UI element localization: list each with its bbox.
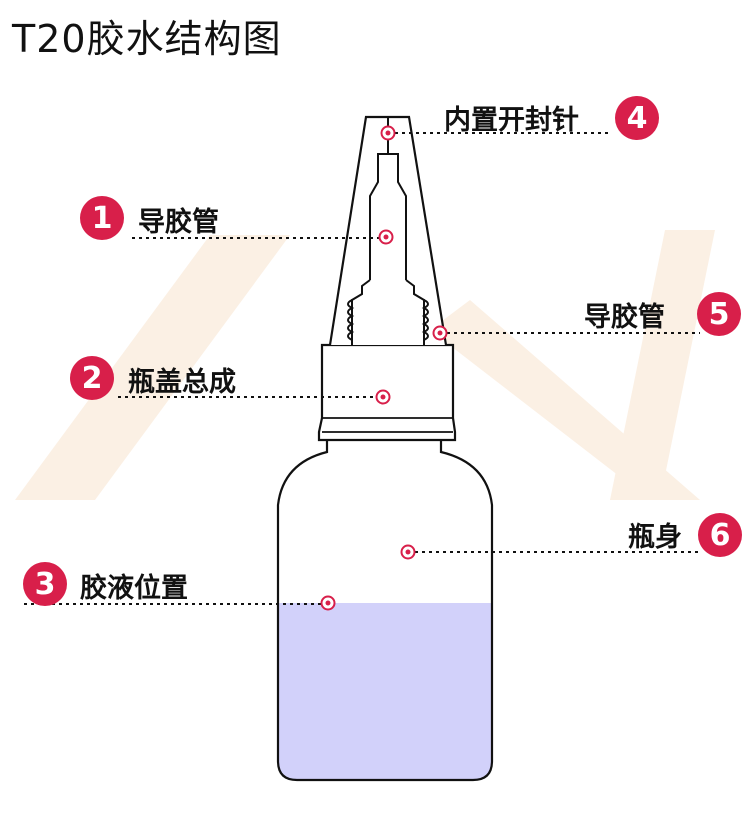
part-number-badge-4: 4 xyxy=(615,96,659,140)
part-label-3: 胶液位置 xyxy=(80,573,188,604)
part-label-6: 瓶身 xyxy=(628,522,682,553)
part-label-4: 内置开封针 xyxy=(444,105,579,136)
part-number-badge-2: 2 xyxy=(70,356,114,400)
nozzle-threads xyxy=(347,279,429,345)
part-number-badge-6: 6 xyxy=(698,513,742,557)
glue-liquid xyxy=(278,603,492,780)
part-label-1: 导胶管 xyxy=(138,207,219,238)
pointer-dot-4 xyxy=(380,125,396,141)
pointer-dot-6 xyxy=(400,544,416,560)
pointer-dot-5 xyxy=(432,325,448,341)
diagram-title: T20胶水结构图 xyxy=(12,17,282,61)
pointer-dot-1 xyxy=(378,229,394,245)
pointer-dot-3 xyxy=(320,595,336,611)
part-number-badge-5: 5 xyxy=(697,292,741,336)
part-label-2: 瓶盖总成 xyxy=(128,367,236,398)
part-label-5: 导胶管 xyxy=(584,302,665,333)
part-number-badge-3: 3 xyxy=(23,562,67,606)
part-number-badge-1: 1 xyxy=(80,196,124,240)
watermark-logo xyxy=(15,230,715,500)
bottle-body xyxy=(276,440,494,782)
pointer-dot-2 xyxy=(375,389,391,405)
